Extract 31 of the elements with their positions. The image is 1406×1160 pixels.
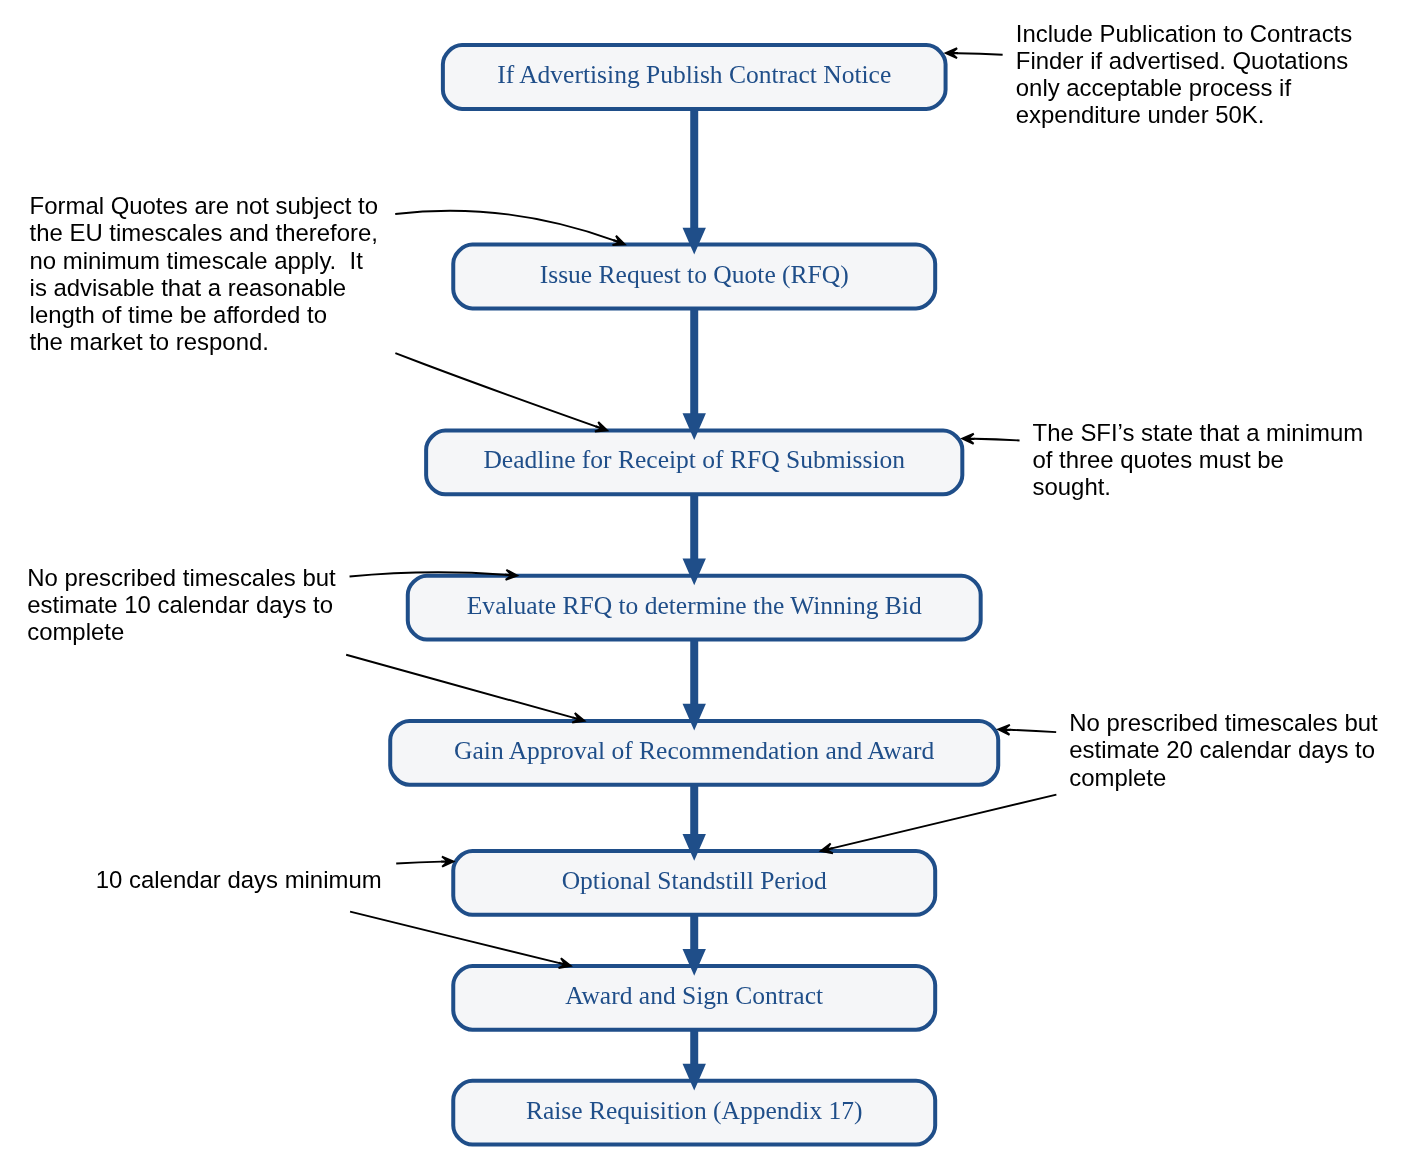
node-text: 10 calendar days minimum bbox=[95, 865, 382, 893]
node-box: Gain Approval of Recommendation and Award bbox=[388, 718, 1001, 787]
arrow bbox=[682, 639, 706, 730]
arrow bbox=[682, 108, 706, 254]
arrow bbox=[394, 351, 609, 432]
node-text: Formal Quotes are not subject to the EU timescales and therefore, no minimum timescale apply. It is advisable that a reasonable length of time be afforded to the market to respond. bbox=[29, 191, 378, 355]
node-box: If Advertising Publish Contract Notice bbox=[440, 42, 948, 111]
node-text: No prescribed timescales but estimate 20 calendar days to complete bbox=[1069, 708, 1378, 791]
node-box: Award and Sign Contract bbox=[451, 963, 938, 1032]
arrow bbox=[682, 784, 706, 861]
arrow bbox=[961, 432, 1021, 445]
node-text: No prescribed timescales but estimate 10 calendar days to complete bbox=[27, 563, 336, 645]
arrow bbox=[682, 308, 706, 440]
arrow bbox=[345, 653, 586, 724]
node-box: Issue Request to Quote (RFQ) bbox=[451, 242, 938, 310]
arrow bbox=[682, 1029, 706, 1091]
node-text: Include Publication to Contracts Finder if advertised. Quotations only acceptable process if expenditure under 50K. bbox=[1015, 19, 1353, 128]
node-box: Raise Requisition (Appendix 17) bbox=[451, 1078, 938, 1147]
arrow bbox=[997, 723, 1058, 736]
arrow bbox=[349, 910, 572, 969]
arrow bbox=[819, 793, 1058, 854]
arrow bbox=[348, 568, 519, 581]
arrow bbox=[395, 855, 455, 868]
node-text: The SFI’s state that a minimum of three quotes must be sought. bbox=[1032, 418, 1364, 500]
node-box: Deadline for Receipt of RFQ Submission bbox=[424, 428, 965, 496]
arrow bbox=[944, 46, 1004, 59]
arrow bbox=[682, 914, 706, 976]
arrow bbox=[394, 209, 626, 246]
node-box: Optional Standstill Period bbox=[451, 848, 938, 917]
node-box: Evaluate RFQ to determine the Winning Bid bbox=[405, 573, 983, 642]
arrow bbox=[682, 494, 706, 585]
